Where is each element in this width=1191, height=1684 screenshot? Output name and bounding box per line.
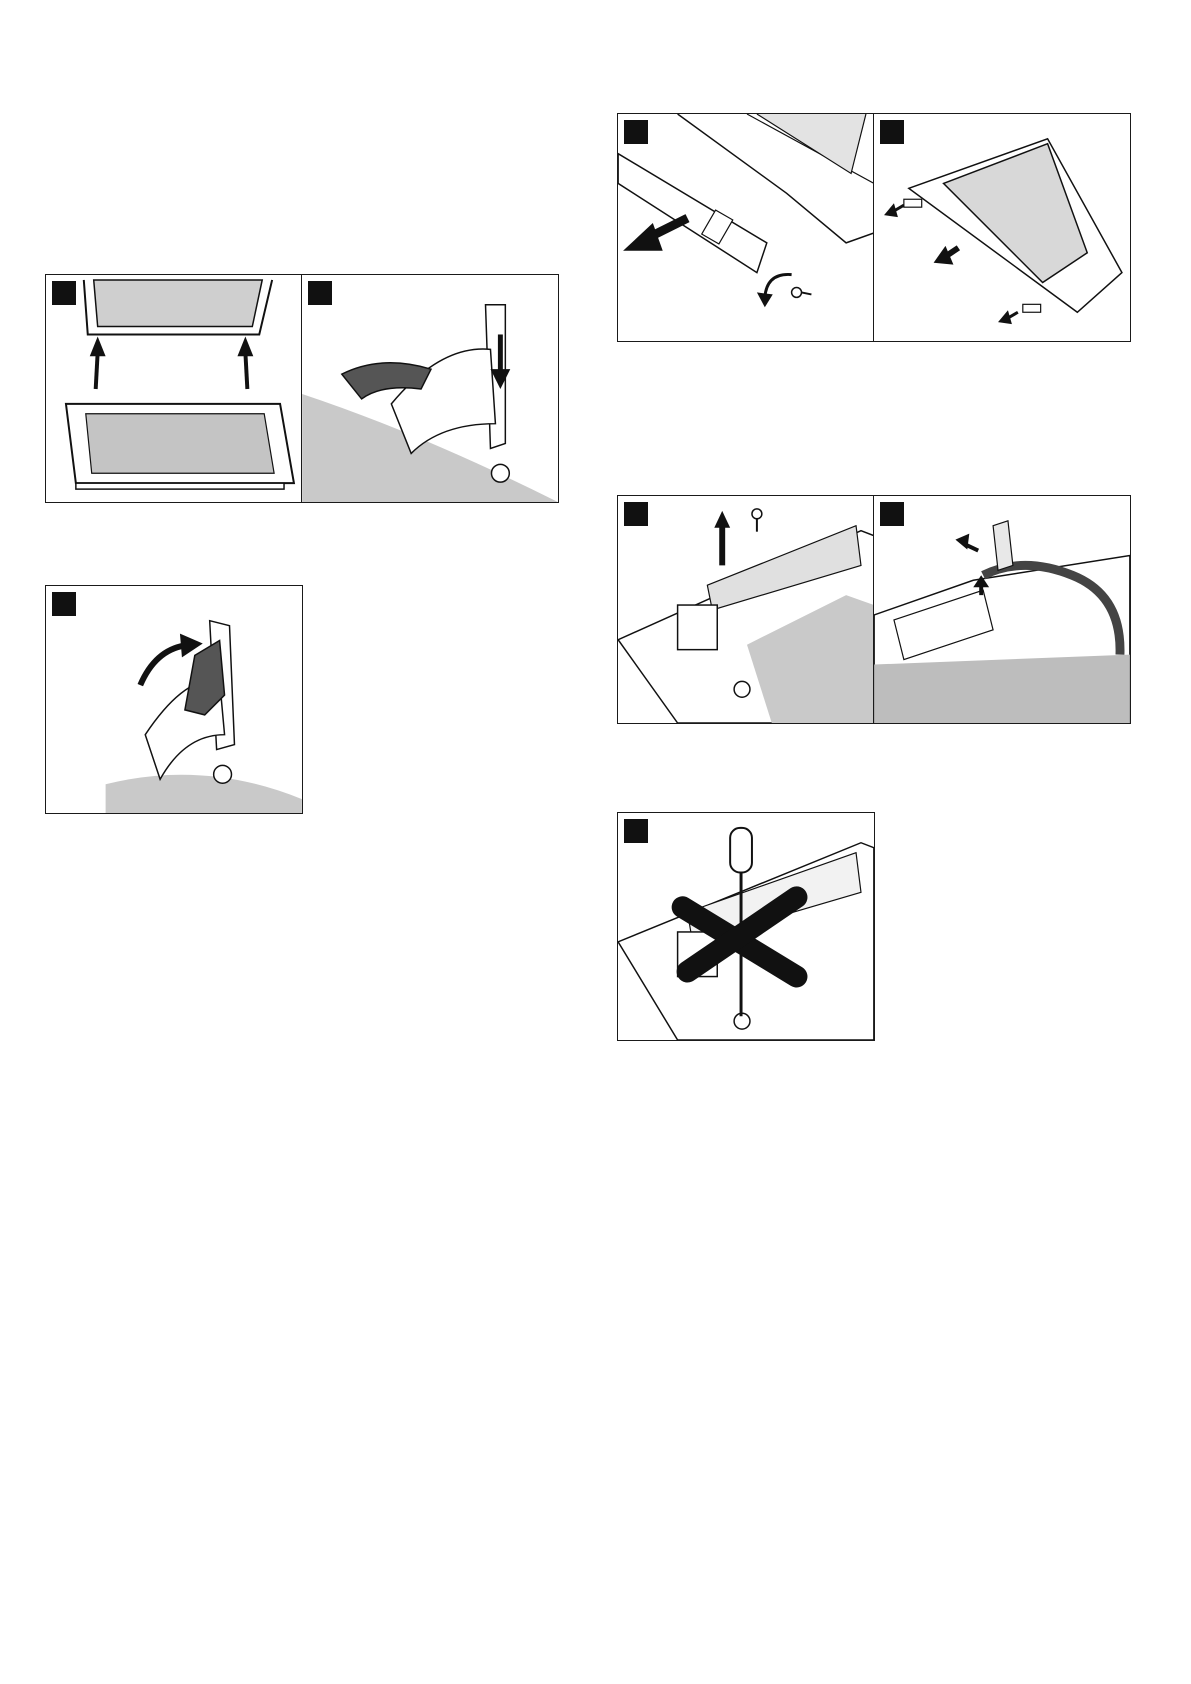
- figure-door-glass-removal: [45, 274, 303, 503]
- seal-illustration: [874, 496, 1130, 723]
- screw-icon: [792, 287, 812, 297]
- figure-seal-removal: [873, 495, 1131, 724]
- up-arrow-icon: [237, 336, 253, 389]
- left-arrow-icon: [998, 310, 1018, 324]
- pull-arrow-icon: [623, 218, 687, 251]
- up-arrow-icon: [714, 511, 730, 566]
- pull-arrow-icon: [934, 246, 959, 265]
- door-strip-illustration: [618, 114, 874, 341]
- warning-illustration: [618, 813, 874, 1040]
- screw-icon: [752, 509, 762, 532]
- figure-hinge-fold-up: [45, 585, 303, 814]
- left-arrow-icon: [884, 203, 904, 217]
- hinge-down-illustration: [302, 275, 558, 502]
- up-arrow-icon: [90, 336, 106, 389]
- up-left-arrow-icon: [955, 534, 978, 551]
- figure-hinge-cover-unscrew: [617, 495, 875, 724]
- pane-illustration: [874, 114, 1130, 341]
- door-glass-illustration: [46, 275, 302, 502]
- figure-pane-pull-out: [873, 113, 1131, 342]
- figure-hinge-fold-down: [301, 274, 559, 503]
- figure-do-not-unscrew-warning: [617, 812, 875, 1041]
- figure-door-strip-unscrew: [617, 113, 875, 342]
- hinge-cover-illustration: [618, 496, 874, 723]
- hinge-up-illustration: [46, 586, 302, 813]
- rotate-arrow-icon: [757, 274, 792, 307]
